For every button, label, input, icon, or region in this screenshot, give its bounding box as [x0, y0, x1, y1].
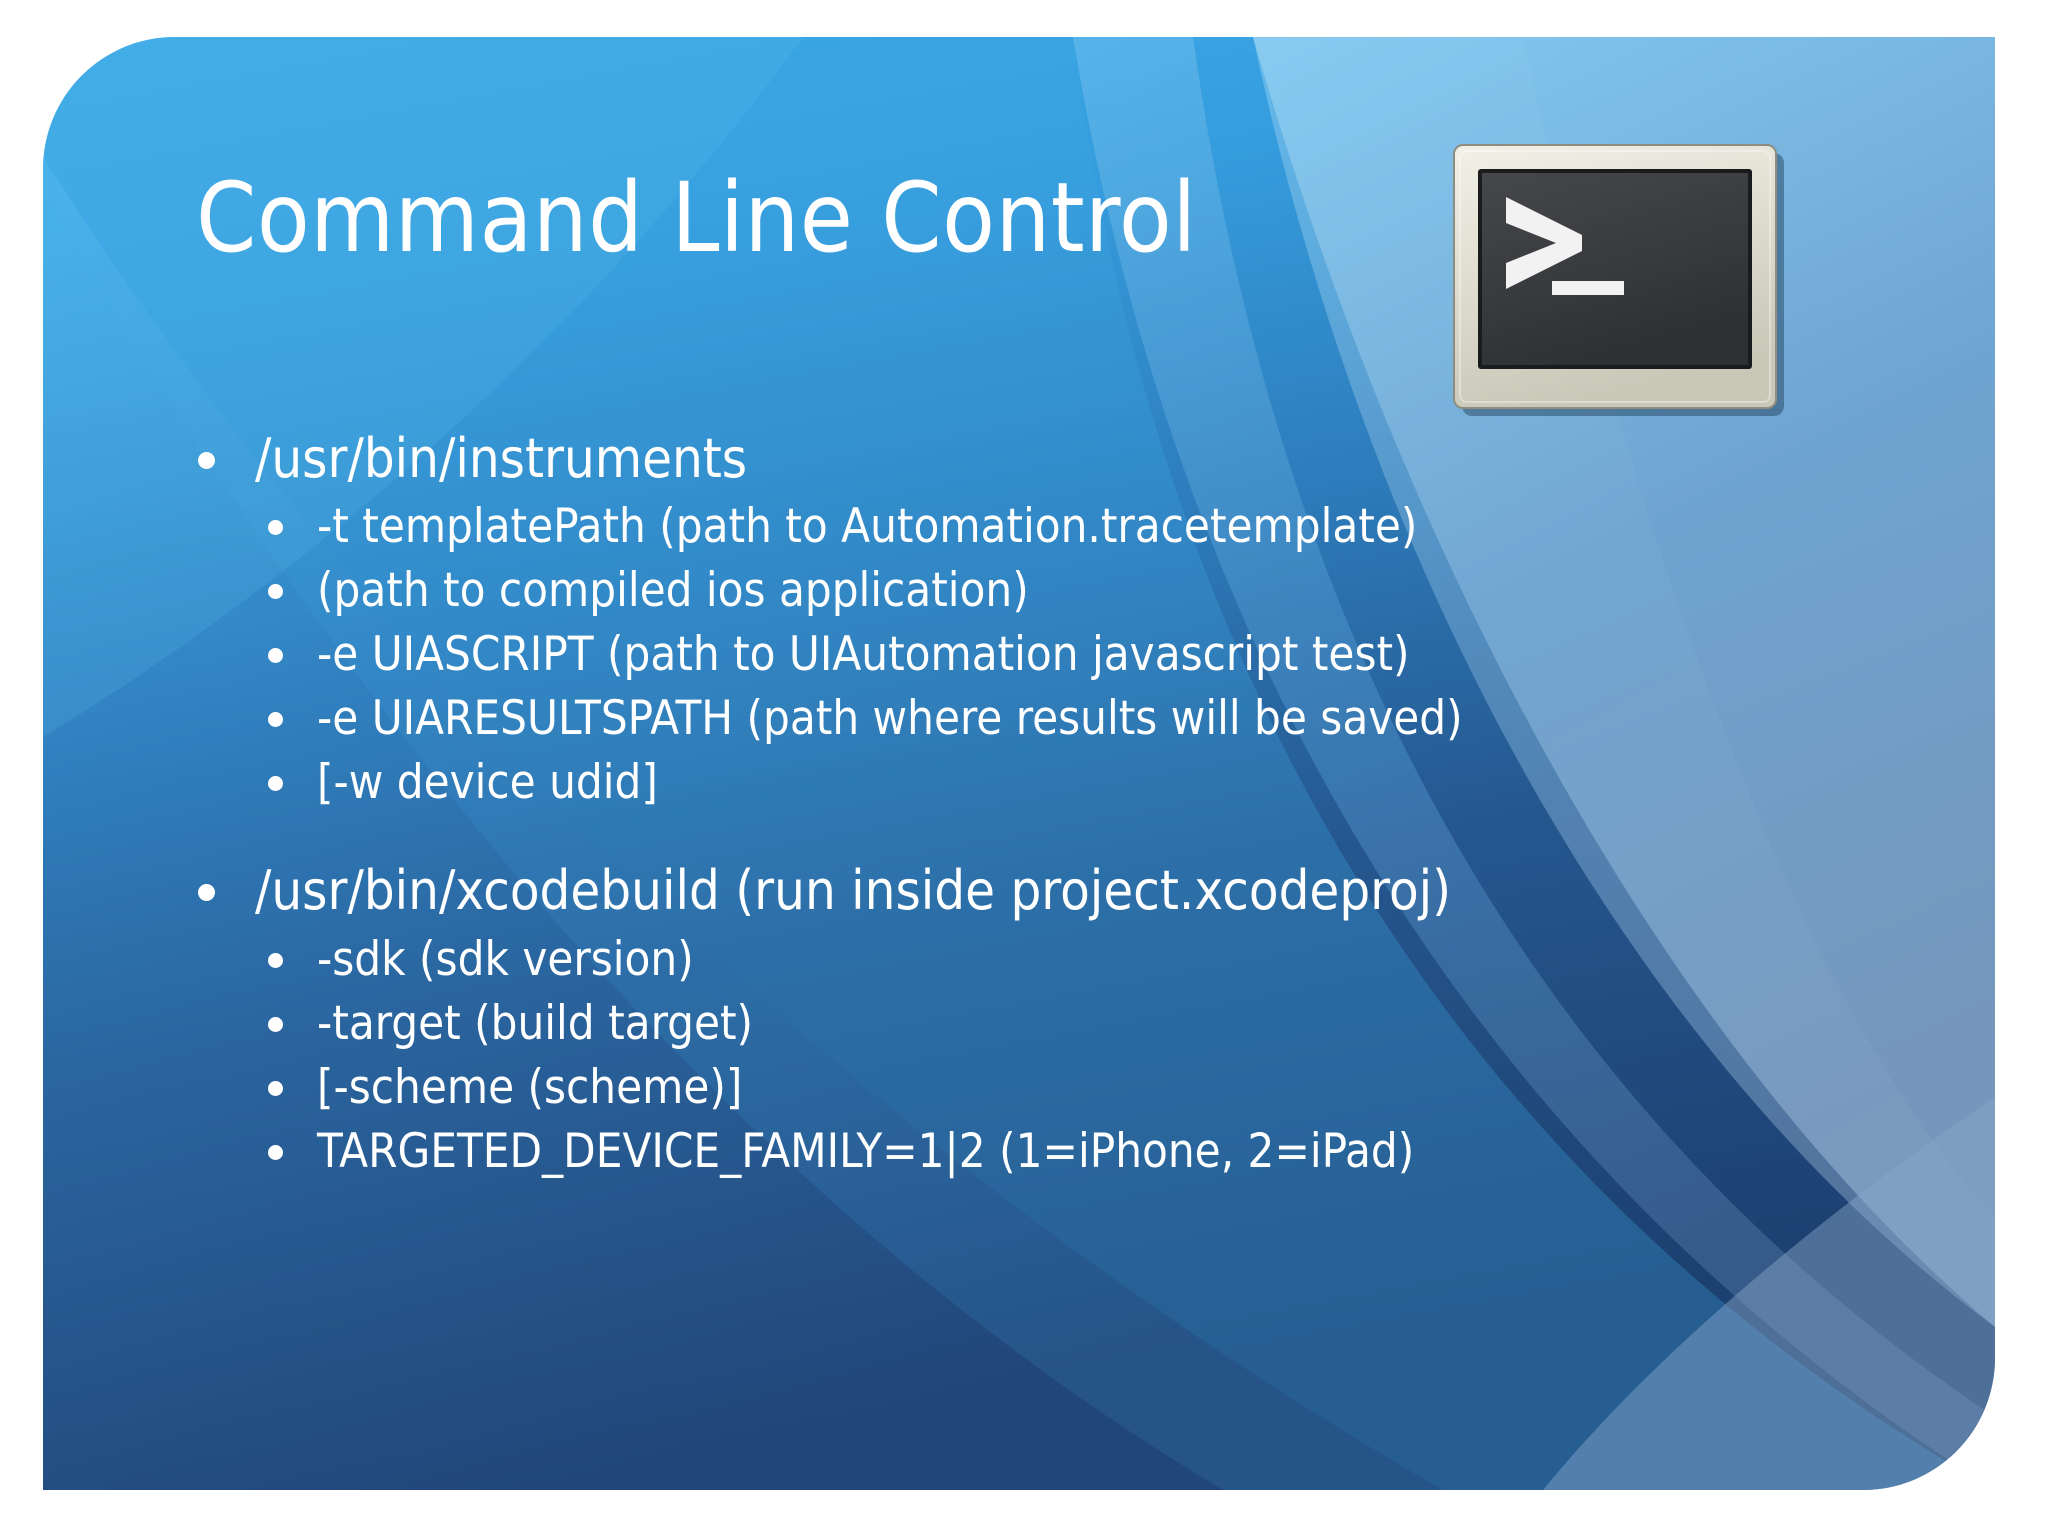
bullet-item-level-2: -e UIASCRIPT (path to UIAutomation javas…: [0, 624, 1900, 686]
bullet-dot-icon: [268, 1016, 283, 1032]
bullet-text: -e UIASCRIPT (path to UIAutomation javas…: [317, 627, 1410, 683]
bullet-dot-icon: [268, 584, 283, 600]
bullet-item-level-2: TARGETED_DEVICE_FAMILY=1|2 (1=iPhone, 2=…: [0, 1121, 1900, 1183]
bullet-text: TARGETED_DEVICE_FAMILY=1|2 (1=iPhone, 2=…: [317, 1123, 1415, 1179]
swoosh-band-outer-2: [1253, 37, 1995, 1327]
bullet-dot-icon: [268, 1080, 283, 1096]
bullet-dot-icon: [198, 884, 215, 902]
bullet-item-level-2: -target (build target): [0, 993, 1900, 1055]
bullet-text: [-w device udid]: [317, 755, 658, 811]
terminal-icon: [1452, 143, 1788, 420]
bullet-text: [-scheme (scheme)]: [317, 1059, 743, 1115]
swoosh-band-middle: [1073, 37, 1995, 1490]
bullet-item-level-2: [-w device udid]: [0, 752, 1900, 814]
bullet-text: (path to compiled ios application): [317, 563, 1029, 619]
swoosh-wedge-inner: [43, 37, 1995, 1490]
swoosh-curve-main: [43, 157, 1443, 1490]
bullet-text: -t templatePath (path to Automation.trac…: [317, 499, 1418, 555]
bullet-dot-icon: [268, 648, 283, 664]
bullet-item-level-2: -sdk (sdk version): [0, 929, 1900, 991]
bullet-item-level-2: -t templatePath (path to Automation.trac…: [0, 496, 1900, 558]
bullet-item-level-2: (path to compiled ios application): [0, 560, 1900, 622]
bullet-text: /usr/bin/instruments: [255, 427, 748, 490]
bullet-dot-icon: [268, 1144, 283, 1160]
bullet-item-level-2: -e UIARESULTSPATH (path where results wi…: [0, 688, 1900, 750]
bullet-dot-icon: [268, 520, 283, 536]
swoosh-corner-highlight: [1543, 1097, 1995, 1490]
bullet-item-level-2: [-scheme (scheme)]: [0, 1057, 1900, 1119]
swoosh-topleft-highlight: [43, 37, 803, 737]
bullet-dot-icon: [268, 952, 283, 968]
bullet-item-level-1: /usr/bin/instruments: [0, 424, 1900, 494]
bullet-dot-icon: [268, 776, 283, 792]
bullet-dot-icon: [268, 712, 283, 728]
bullet-text: -target (build target): [317, 995, 754, 1051]
bullet-item-level-1: /usr/bin/xcodebuild (run inside project.…: [0, 856, 1900, 926]
page-title: Command Line Control: [196, 162, 1197, 274]
bullet-dot-icon: [198, 452, 215, 469]
bullet-list: /usr/bin/instruments -t templatePath (pat…: [0, 424, 1900, 1185]
bullet-text: -e UIARESULTSPATH (path where results wi…: [317, 691, 1463, 747]
bullet-text: -sdk (sdk version): [317, 931, 694, 987]
terminal-icon-graphic: [1453, 144, 1784, 416]
bullet-text: /usr/bin/xcodebuild (run inside project.…: [255, 859, 1452, 923]
